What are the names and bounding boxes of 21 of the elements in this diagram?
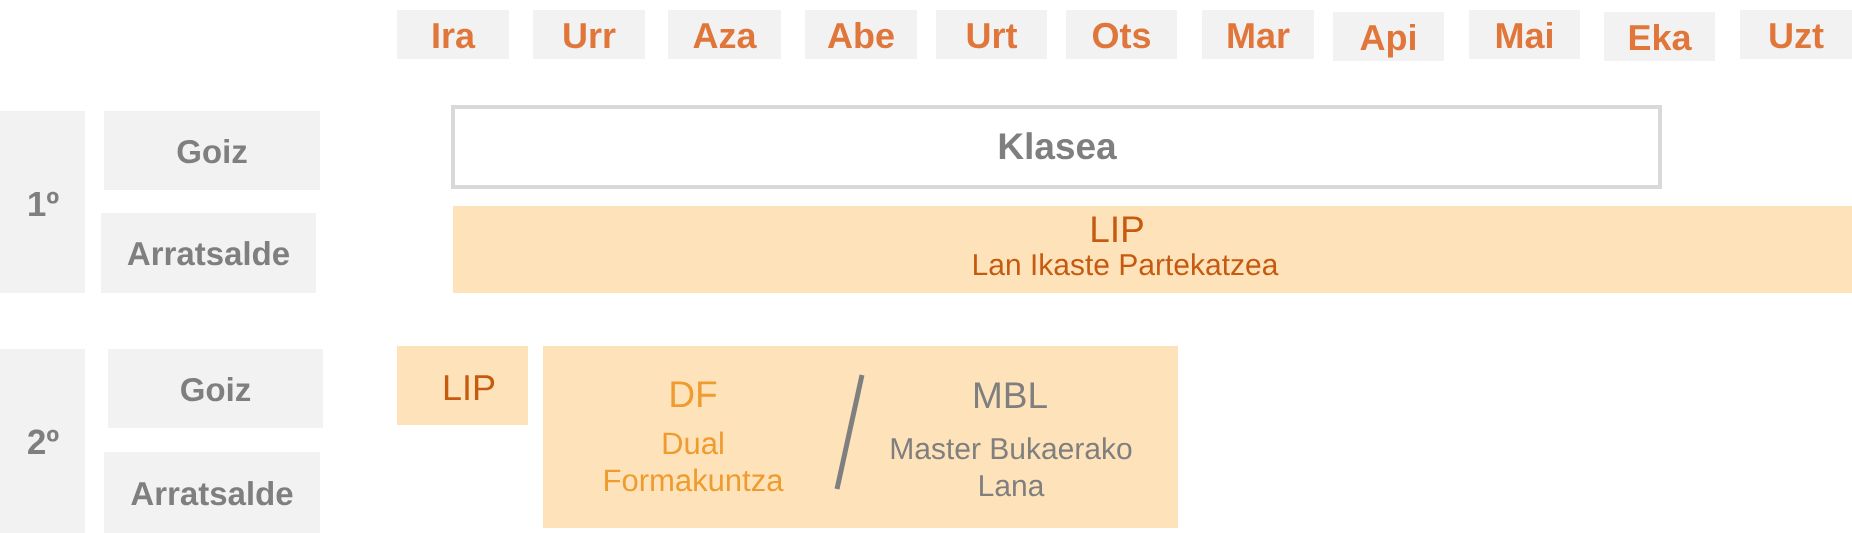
column-header: Ira — [397, 10, 509, 59]
row-header: Arratsalde — [104, 452, 320, 533]
column-header: Eka — [1604, 12, 1715, 61]
column-header: Mai — [1469, 10, 1580, 59]
column-header: Uzt — [1740, 10, 1852, 59]
column-header: Urt — [936, 10, 1047, 59]
column-header: Abe — [805, 10, 917, 59]
row-header: Goiz — [104, 111, 320, 190]
timeline-bar: LIP Lan Ikaste Partekatzea — [453, 206, 1852, 293]
row-header: 1º — [0, 111, 85, 293]
row-header: 2º — [0, 349, 85, 533]
column-header: Mar — [1202, 10, 1314, 59]
row-header: Arratsalde — [101, 213, 316, 293]
column-header: Ots — [1066, 10, 1177, 59]
column-header: Aza — [668, 10, 781, 59]
row-header: Goiz — [108, 349, 323, 428]
timeline-bar: LIP — [397, 346, 528, 425]
timeline-bar: Klasea — [451, 105, 1662, 189]
timeline-bar: DF Dual Formakuntza MBL Master Bukaerako Lana — [543, 346, 1178, 528]
column-header: Api — [1333, 12, 1444, 61]
column-header: Urr — [533, 10, 645, 59]
